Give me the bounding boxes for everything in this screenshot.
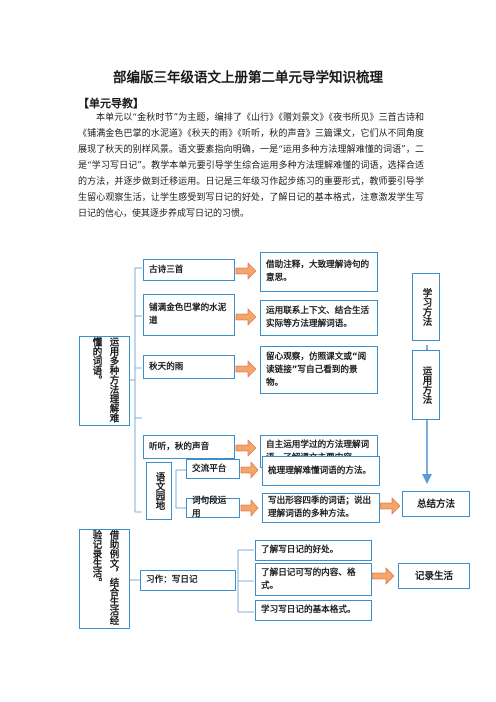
method-box-1: 借助注释，大致理解诗句的意思。 bbox=[260, 252, 378, 292]
lesson-box-4: 听听，秋的声音 bbox=[143, 435, 235, 459]
record-life-box: 记录生活 bbox=[398, 563, 470, 589]
writing-bracket bbox=[237, 549, 254, 613]
record-life-label: 记录生活 bbox=[414, 570, 453, 582]
garden-item-box-1: 交流平台 bbox=[186, 459, 240, 479]
garden-item-box-2: 词句段运用 bbox=[186, 496, 240, 519]
garden-item-name: 词句段运用 bbox=[192, 496, 227, 519]
writing-item-box-1: 了解写日记的好处。 bbox=[255, 540, 372, 561]
method-box-2: 运用联系上下文、结合生活实际等方法理解词语。 bbox=[260, 300, 378, 336]
summarize-method-box: 总结方法 bbox=[402, 491, 470, 517]
writing-item: 学习写日记的基本格式。 bbox=[261, 605, 356, 615]
orange-arrow-2 bbox=[235, 308, 257, 326]
learn-method-label: 学习方法 bbox=[420, 288, 432, 326]
down-arrow-head bbox=[422, 474, 432, 484]
lesson-name: 古诗三首 bbox=[149, 264, 184, 275]
writing-item-box-2: 了解日记可写的内容、格式。 bbox=[255, 563, 372, 596]
apply-method-box: 运用方法 bbox=[412, 350, 440, 420]
writing-item: 了解日记可写的内容、格式。 bbox=[261, 567, 356, 591]
page-title: 部编版三年级语文上册第二单元导学知识梳理 bbox=[113, 70, 383, 86]
method-text: 运用联系上下文、结合生活实际等方法理解词语。 bbox=[266, 306, 370, 329]
goal-box-vocabulary: 运用多种方法理解难懂的词语。 bbox=[79, 336, 130, 426]
lesson-name: 秋天的雨 bbox=[149, 361, 184, 372]
orange-arrow-7 bbox=[379, 497, 401, 515]
summarize-method-label: 总结方法 bbox=[416, 498, 455, 510]
method-text: 留心观察，仿照课文或“阅读链接”写自己看到的景物。 bbox=[266, 351, 367, 388]
garden-bracket bbox=[175, 469, 186, 509]
lesson-box-2: 铺满金色巴掌的水泥道 bbox=[143, 294, 235, 336]
apply-method-label: 运用方法 bbox=[420, 366, 432, 404]
writing-box: 习作：写日记 bbox=[140, 570, 236, 591]
learn-method-box: 学习方法 bbox=[412, 273, 440, 341]
orange-arrows bbox=[235, 262, 401, 585]
writing-item: 了解写日记的好处。 bbox=[261, 545, 339, 555]
lesson-box-1: 古诗三首 bbox=[143, 259, 235, 281]
garden-detail-box-1: 梳理理解难懂词语的方法。 bbox=[262, 456, 380, 486]
writing-item-box-3: 学习写日记的基本格式。 bbox=[255, 600, 372, 621]
intro-paragraph: 本单元以“金秋时节”为主题，编排了《山行》《赠刘景文》《夜书所见》三首古诗和《铺… bbox=[78, 113, 424, 219]
orange-arrow-5 bbox=[240, 461, 259, 479]
lesson-name: 听听，秋的声音 bbox=[149, 441, 210, 452]
garden-label-box: 语文园地 bbox=[146, 462, 172, 520]
section-heading: 【单元导教】 bbox=[78, 97, 144, 110]
garden-detail-box-2: 写出形容四季的词语；说出理解词语的多种方法。 bbox=[262, 493, 380, 523]
goal-text-vocabulary: 运用多种方法理解难懂的词语。 bbox=[90, 337, 119, 423]
goal-box-writing: 借助例文，结合生活经验记录生活。 bbox=[79, 529, 130, 629]
lesson-box-3: 秋天的雨 bbox=[143, 355, 235, 379]
garden-label: 语文园地 bbox=[153, 472, 165, 510]
method-box-3: 留心观察，仿照课文或“阅读链接”写自己看到的景物。 bbox=[260, 346, 378, 394]
lesson-name: 铺满金色巴掌的水泥道 bbox=[149, 303, 227, 326]
goal-text-writing: 借助例文，结合生活经验记录生活。 bbox=[90, 530, 119, 625]
garden-item-name: 交流平台 bbox=[192, 463, 227, 474]
method-text: 借助注释，大致理解诗句的意思。 bbox=[266, 260, 370, 283]
orange-arrow-1 bbox=[235, 262, 257, 280]
orange-arrow-3 bbox=[235, 360, 257, 378]
orange-arrow-6 bbox=[240, 499, 259, 517]
garden-item-detail: 梳理理解难懂词语的方法。 bbox=[268, 465, 372, 476]
orange-arrow-8 bbox=[371, 567, 395, 585]
upper-bracket-ticks bbox=[135, 267, 142, 513]
garden-item-detail: 写出形容四季的词语；说出理解词语的多种方法。 bbox=[268, 496, 372, 519]
writing-name: 习作：写日记 bbox=[146, 575, 198, 585]
orange-arrow-4 bbox=[235, 439, 257, 457]
